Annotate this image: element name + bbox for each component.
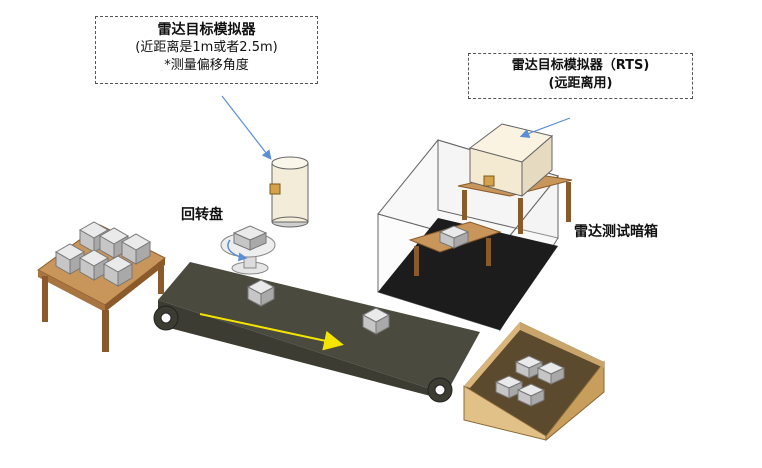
label-turntable: 回转盘	[181, 207, 223, 223]
callout-near-distance: (近距离是1m或者2.5m)	[135, 40, 278, 55]
callout-rts-title: 雷达目标模拟器（RTS)	[511, 58, 650, 73]
cardboard-box	[463, 322, 605, 442]
pointer-rts-simulator	[519, 117, 571, 138]
rts-simulator	[457, 123, 573, 234]
pointer-near-simulator	[221, 95, 272, 160]
label-darkroom: 雷达测试暗箱	[574, 224, 658, 240]
callout-rts-simulator: 雷达目标模拟器（RTS) (远距离用)	[468, 53, 693, 99]
left-table-boxes	[54, 221, 152, 287]
near-range-simulator	[269, 156, 309, 228]
callout-rts-usage: (远距离用)	[548, 76, 613, 91]
callout-near-simulator: 雷达目标模拟器 (近距离是1m或者2.5m) *测量偏移角度	[95, 16, 318, 84]
turntable	[220, 225, 276, 275]
callout-near-title: 雷达目标模拟器	[157, 22, 256, 38]
conveyor-belt	[153, 262, 480, 403]
callout-near-note: *测量偏移角度	[164, 58, 249, 73]
